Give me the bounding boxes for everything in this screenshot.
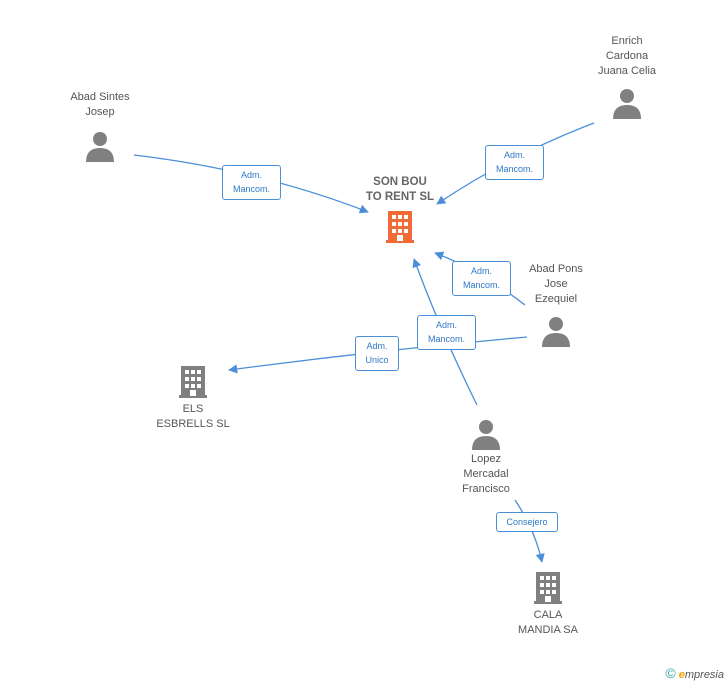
node-label: Abad Sintes Josep <box>70 91 130 118</box>
edge-label-abad-sintes-main[interactable]: Adm. Mancom. <box>222 165 281 200</box>
node-abad-pons[interactable]: Abad Pons Jose Ezequiel <box>511 262 601 347</box>
edge-label-lopez-main[interactable]: Adm. Mancom. <box>417 315 476 350</box>
edge-label-abad-pons-els[interactable]: Adm. Unico <box>355 336 399 371</box>
node-label: CALA MANDIA SA <box>518 609 578 636</box>
node-enrich-cardona[interactable]: Enrich Cardona Juana Celia <box>582 34 672 119</box>
person-icon <box>613 89 641 119</box>
node-son-bou-to-rent[interactable]: SON BOU TO RENT SL <box>350 175 450 243</box>
node-lopez-mercadal[interactable]: Lopez Mercadal Francisco <box>441 418 531 497</box>
node-label: Lopez Mercadal Francisco <box>462 453 510 495</box>
edge-label-enrich-main[interactable]: Adm. Mancom. <box>485 145 544 180</box>
person-icon <box>472 420 500 450</box>
footer-brand: © empresia <box>665 665 724 681</box>
edge-label-lopez-cala[interactable]: Consejero <box>496 512 558 532</box>
building-icon <box>179 366 207 398</box>
node-label: SON BOU TO RENT SL <box>365 176 435 203</box>
brand-logo-text: mpresia <box>684 669 724 681</box>
copyright-symbol: © <box>665 665 676 681</box>
node-abad-sintes-josep[interactable]: Abad Sintes Josep <box>55 90 145 162</box>
edge-label-abad-pons-main[interactable]: Adm. Mancom. <box>452 261 511 296</box>
node-label: Enrich Cardona Juana Celia <box>597 35 657 77</box>
node-label: ELS ESBRELLS SL <box>156 403 230 430</box>
node-cala-mandia[interactable]: CALA MANDIA SA <box>503 570 593 638</box>
brand-logo-e: e <box>678 669 685 681</box>
node-label: Abad Pons Jose Ezequiel <box>529 263 583 305</box>
building-icon <box>534 572 562 604</box>
person-icon <box>542 317 570 347</box>
building-icon <box>386 211 414 243</box>
node-els-esbrells[interactable]: ELS ESBRELLS SL <box>148 364 238 432</box>
person-icon <box>86 132 114 162</box>
